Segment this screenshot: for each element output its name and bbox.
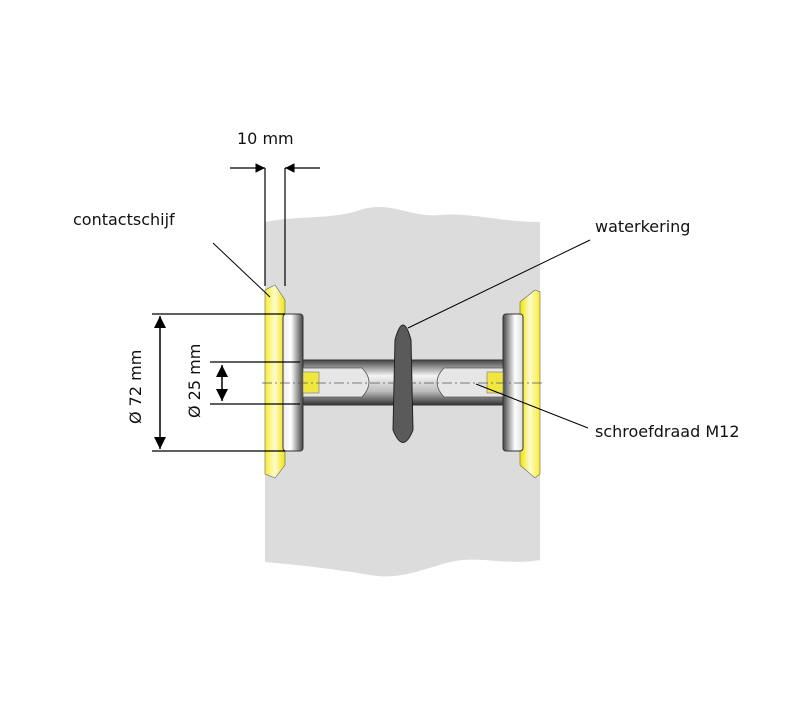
bore-right: [436, 367, 504, 398]
thread-left: [302, 371, 320, 394]
width-dim-label: 10 mm: [237, 129, 294, 148]
contact-disc-label: contactschijf: [73, 210, 175, 229]
contact-disc-right: [519, 289, 541, 479]
thread-label: schroefdraad M12: [595, 422, 740, 441]
bore-left: [302, 367, 370, 398]
leader-line: [475, 383, 589, 429]
flange-right: [502, 313, 524, 452]
leader-line: [407, 239, 591, 329]
thread-right: [486, 371, 504, 394]
water-seal-label: waterkering: [595, 217, 690, 236]
leader-line: [212, 242, 271, 298]
outer-diameter-label: Ø 72 mm: [126, 350, 145, 424]
inner-diameter-label: Ø 25 mm: [185, 344, 204, 418]
flange-left: [282, 313, 304, 452]
contact-disc-left: [264, 284, 286, 479]
water-seal: [392, 324, 414, 443]
